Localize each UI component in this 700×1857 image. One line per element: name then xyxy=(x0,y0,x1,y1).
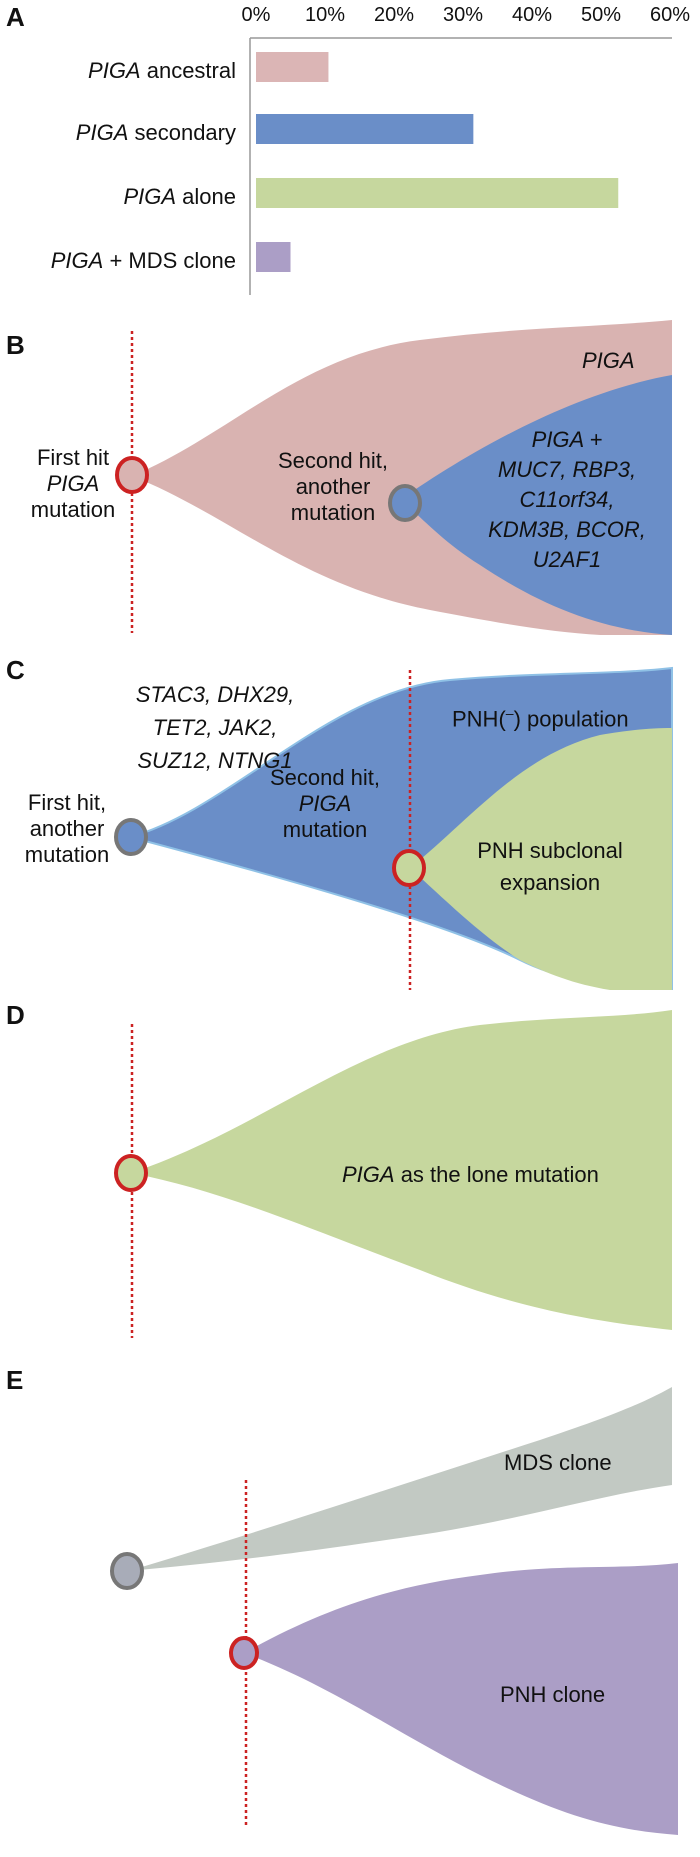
piga-label: PIGA xyxy=(582,348,635,373)
lone-piga-area xyxy=(131,1010,672,1330)
pnh-clone-label: PNH clone xyxy=(500,1682,606,1707)
panel-c-fishplot xyxy=(114,666,673,990)
x-tick-label: 0% xyxy=(241,4,271,26)
panel-c-letter: C xyxy=(6,655,25,685)
x-tick-label: 60% xyxy=(649,4,691,26)
second-hit-label: Second hit, PIGA mutation xyxy=(269,765,381,842)
bar xyxy=(256,242,291,272)
bar-plot-area xyxy=(249,37,672,295)
first-hit-node xyxy=(115,456,149,494)
panel-a-letter: A xyxy=(6,2,25,32)
x-tick-label: 50% xyxy=(580,4,622,26)
hit-node xyxy=(114,1154,148,1192)
second-hit-node xyxy=(392,849,426,887)
category-label: PIGA alone xyxy=(123,184,236,209)
first-hit-label: First hit, another mutation xyxy=(24,790,110,867)
category-label: PIGA secondary xyxy=(75,120,236,145)
pnh-subclonal-label: PNH subclonal expansion xyxy=(477,838,623,895)
panel-e-fishplot xyxy=(110,1387,678,1835)
x-tick-label: 20% xyxy=(373,4,415,26)
panel-d-fishplot xyxy=(114,1010,672,1338)
x-tick-label: 10% xyxy=(304,4,346,26)
pnh-negative-label: PNH(–) population xyxy=(452,705,629,732)
bar xyxy=(256,52,329,82)
mds-clone-area xyxy=(128,1387,672,1571)
category-label: PIGA ancestral xyxy=(88,58,236,83)
first-hit-label: First hit PIGA mutation xyxy=(30,445,116,522)
panel-d-letter: D xyxy=(6,1000,25,1030)
panel-e-letter: E xyxy=(6,1365,24,1395)
gene-list-label: STAC3, DHX29, TET2, JAK2, SUZ12, NTNG1 xyxy=(135,682,295,773)
x-tick-label: 30% xyxy=(442,4,484,26)
bar-chart: 0% 10% 20% 30% 40% 50% 60% PIGA ancestra… xyxy=(0,0,700,300)
lone-mutation-label: PIGA as the lone mutation xyxy=(342,1162,599,1187)
second-hit-node xyxy=(388,484,422,522)
category-label: PIGA + MDS clone xyxy=(50,248,236,273)
bar xyxy=(256,114,474,144)
mds-clone-label: MDS clone xyxy=(504,1450,612,1475)
first-hit-node xyxy=(114,818,148,856)
bar xyxy=(256,178,619,208)
combo-clone-area xyxy=(400,375,672,635)
pnh-node xyxy=(229,1636,259,1670)
mds-node xyxy=(110,1552,144,1590)
pnh-subclone-area xyxy=(410,728,672,990)
pnh-clone-area xyxy=(244,1563,678,1835)
panel-b-letter: B xyxy=(6,330,25,360)
panel-b-fishplot xyxy=(115,320,672,635)
x-tick-label: 40% xyxy=(511,4,553,26)
combo-mutation-label: PIGA + MUC7, RBP3, C11orf34, KDM3B, BCOR… xyxy=(488,427,646,572)
second-hit-label: Second hit, another mutation xyxy=(277,448,389,525)
